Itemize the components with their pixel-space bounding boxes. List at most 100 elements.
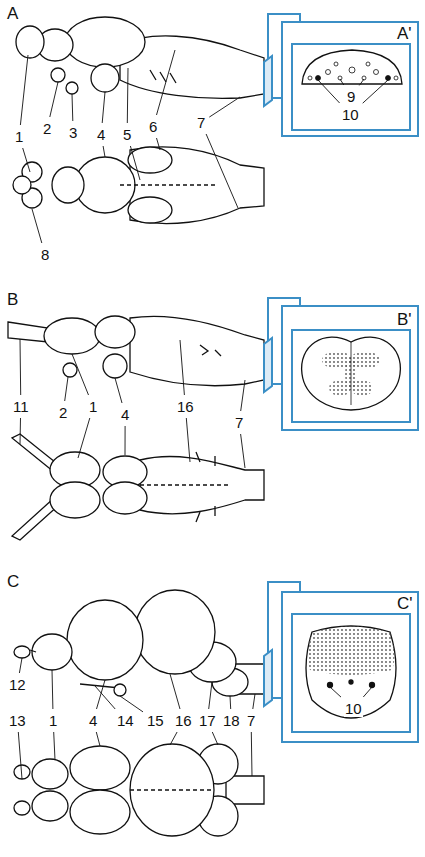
panel-letter: C' bbox=[396, 594, 414, 613]
illustration-shape bbox=[91, 64, 119, 92]
illustration-shape bbox=[32, 791, 68, 821]
illustration-shape bbox=[374, 70, 379, 75]
leader-line bbox=[212, 732, 218, 745]
callout-number: 15 bbox=[146, 712, 165, 729]
illustration-shape bbox=[268, 298, 300, 384]
callout-number: 2 bbox=[42, 120, 52, 137]
callout-number: 1 bbox=[88, 398, 98, 415]
illustration-shape bbox=[120, 184, 215, 185]
leader-line bbox=[78, 418, 90, 458]
callout-number: 7 bbox=[196, 114, 206, 131]
panel-letter: B bbox=[6, 290, 19, 309]
illustration-shape bbox=[67, 600, 143, 680]
illustration-shape bbox=[282, 306, 418, 430]
leader-line bbox=[32, 209, 42, 243]
illustration-shape bbox=[370, 683, 375, 688]
illustration-shape bbox=[70, 790, 130, 834]
leader-line bbox=[19, 658, 22, 673]
panel-letter: A' bbox=[396, 24, 413, 43]
illustration-shape bbox=[103, 482, 147, 514]
callout-number: 9 bbox=[346, 88, 356, 105]
leader-line bbox=[23, 148, 30, 172]
illustration-shape bbox=[140, 484, 230, 485]
leader-line bbox=[95, 686, 115, 709]
leader-line bbox=[180, 340, 184, 395]
leader-line bbox=[65, 377, 68, 401]
illustration-shape bbox=[366, 62, 370, 66]
leader-line bbox=[52, 670, 54, 709]
illustration-shape bbox=[292, 614, 410, 732]
leader-line bbox=[103, 146, 105, 157]
illustration-shape bbox=[196, 452, 215, 522]
callout-number: 10 bbox=[341, 106, 360, 123]
illustration-shape bbox=[51, 68, 65, 82]
leader-line bbox=[209, 682, 212, 709]
leader-line bbox=[54, 732, 55, 760]
leader-line bbox=[251, 732, 253, 776]
leader-line bbox=[18, 732, 22, 779]
callout-number: 2 bbox=[58, 404, 68, 421]
callout-number: 13 bbox=[8, 712, 27, 729]
leader-line bbox=[253, 694, 255, 709]
callout-number: 10 bbox=[344, 700, 363, 717]
callout-number: 17 bbox=[198, 712, 217, 729]
illustration-shape bbox=[264, 650, 272, 706]
panel-letter: A bbox=[6, 4, 19, 23]
illustration-shape bbox=[130, 316, 264, 385]
illustration-shape bbox=[302, 337, 401, 410]
callout-number: 4 bbox=[96, 126, 106, 143]
illustration-shape bbox=[302, 50, 402, 84]
illustration-shape bbox=[334, 62, 338, 66]
leader-line bbox=[96, 732, 100, 746]
callout-number: 7 bbox=[246, 712, 256, 729]
leader-line bbox=[72, 354, 89, 395]
illustration-shape bbox=[268, 582, 300, 698]
illustration-shape bbox=[44, 318, 100, 354]
callout-number: 4 bbox=[88, 712, 98, 729]
illustration-shape bbox=[328, 683, 333, 688]
fish-brain bbox=[13, 17, 264, 224]
leader-line bbox=[340, 79, 344, 85]
section-frames bbox=[264, 14, 418, 742]
leader-line bbox=[97, 680, 106, 709]
leader-line bbox=[127, 68, 129, 123]
illustration-shape bbox=[307, 626, 394, 675]
callout-number: 11 bbox=[12, 398, 30, 415]
illustration-shape bbox=[66, 82, 78, 94]
callout-number: 16 bbox=[176, 398, 195, 415]
illustration-shape bbox=[14, 801, 30, 815]
leader-line bbox=[20, 339, 22, 395]
callout-number: 4 bbox=[120, 406, 130, 423]
illustration-shape bbox=[292, 44, 410, 130]
illustration-shape bbox=[50, 482, 100, 518]
leader-line bbox=[241, 434, 245, 468]
leader-line bbox=[170, 674, 180, 709]
illustration-shape bbox=[8, 322, 48, 342]
illustration-shape bbox=[13, 176, 31, 194]
leader-line bbox=[50, 82, 58, 117]
illustration-shape bbox=[32, 634, 72, 670]
illustration-shape bbox=[130, 789, 214, 790]
leader-line bbox=[186, 418, 190, 462]
panel-letter: B' bbox=[396, 310, 413, 329]
illustration-shape bbox=[128, 197, 172, 223]
illustration-shape bbox=[63, 363, 77, 377]
illustration-shape bbox=[349, 680, 353, 684]
leader-line bbox=[359, 79, 364, 85]
illustration-shape bbox=[326, 70, 331, 75]
callout-number: 18 bbox=[222, 712, 241, 729]
illustration-shape bbox=[32, 759, 68, 789]
callout-number: 6 bbox=[148, 118, 158, 135]
illustration-shape bbox=[103, 354, 127, 378]
leader-line bbox=[363, 687, 372, 697]
callout-number: 12 bbox=[8, 676, 27, 693]
leader-line bbox=[330, 687, 341, 697]
leader-line bbox=[115, 378, 122, 403]
illustration-shape bbox=[200, 345, 221, 356]
illustration-shape bbox=[30, 650, 36, 652]
callout-number: 3 bbox=[68, 124, 78, 141]
illustration-shape bbox=[16, 26, 44, 58]
leader-line bbox=[170, 732, 177, 745]
illustration-shape bbox=[135, 590, 215, 674]
illustration-shape bbox=[150, 70, 176, 83]
